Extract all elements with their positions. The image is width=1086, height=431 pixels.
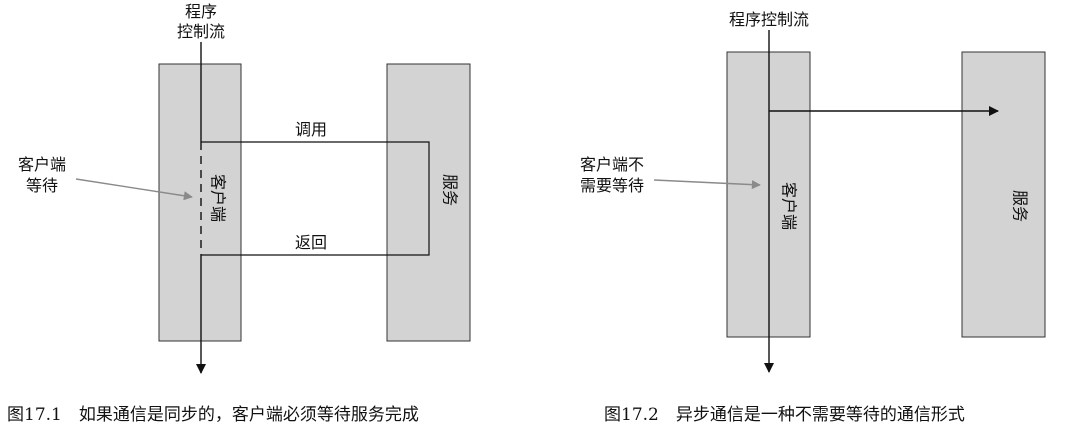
figure-17-1: 程序 控制流 调用 返回 客户端 等待 客户端 服务 图17.1 如果通信是同步… xyxy=(7,2,471,425)
wait-note-line2: 等待 xyxy=(26,176,58,195)
no-wait-pointer-arrow xyxy=(653,179,761,190)
service-box xyxy=(961,51,1046,338)
return-label: 返回 xyxy=(295,233,327,252)
client-label: 客户端 xyxy=(209,174,228,222)
client-label: 客户端 xyxy=(780,182,799,230)
wait-note-line1: 客户端 xyxy=(18,155,66,174)
service-label: 服务 xyxy=(441,174,460,206)
flow-label-line1: 程序 xyxy=(185,2,217,21)
client-box xyxy=(158,63,242,342)
wait-pointer-arrow xyxy=(75,178,193,201)
service-label: 服务 xyxy=(1011,190,1030,222)
flow-label-line2: 控制流 xyxy=(177,22,225,41)
call-label: 调用 xyxy=(295,120,327,139)
figure-17-2: 程序控制流 客户端不 需要等待 客户端 服务 图17.2 异步通信是一种不需要等… xyxy=(580,10,1046,425)
no-wait-note-line1: 客户端不 xyxy=(580,155,644,174)
caption-17-2: 图17.2 异步通信是一种不需要等待的通信形式 xyxy=(604,405,965,425)
call-return-loop xyxy=(201,141,430,256)
flow-label: 程序控制流 xyxy=(729,10,809,29)
no-wait-note-line2: 需要等待 xyxy=(580,176,644,195)
caption-17-1: 图17.1 如果通信是同步的，客户端必须等待服务完成 xyxy=(7,405,419,425)
